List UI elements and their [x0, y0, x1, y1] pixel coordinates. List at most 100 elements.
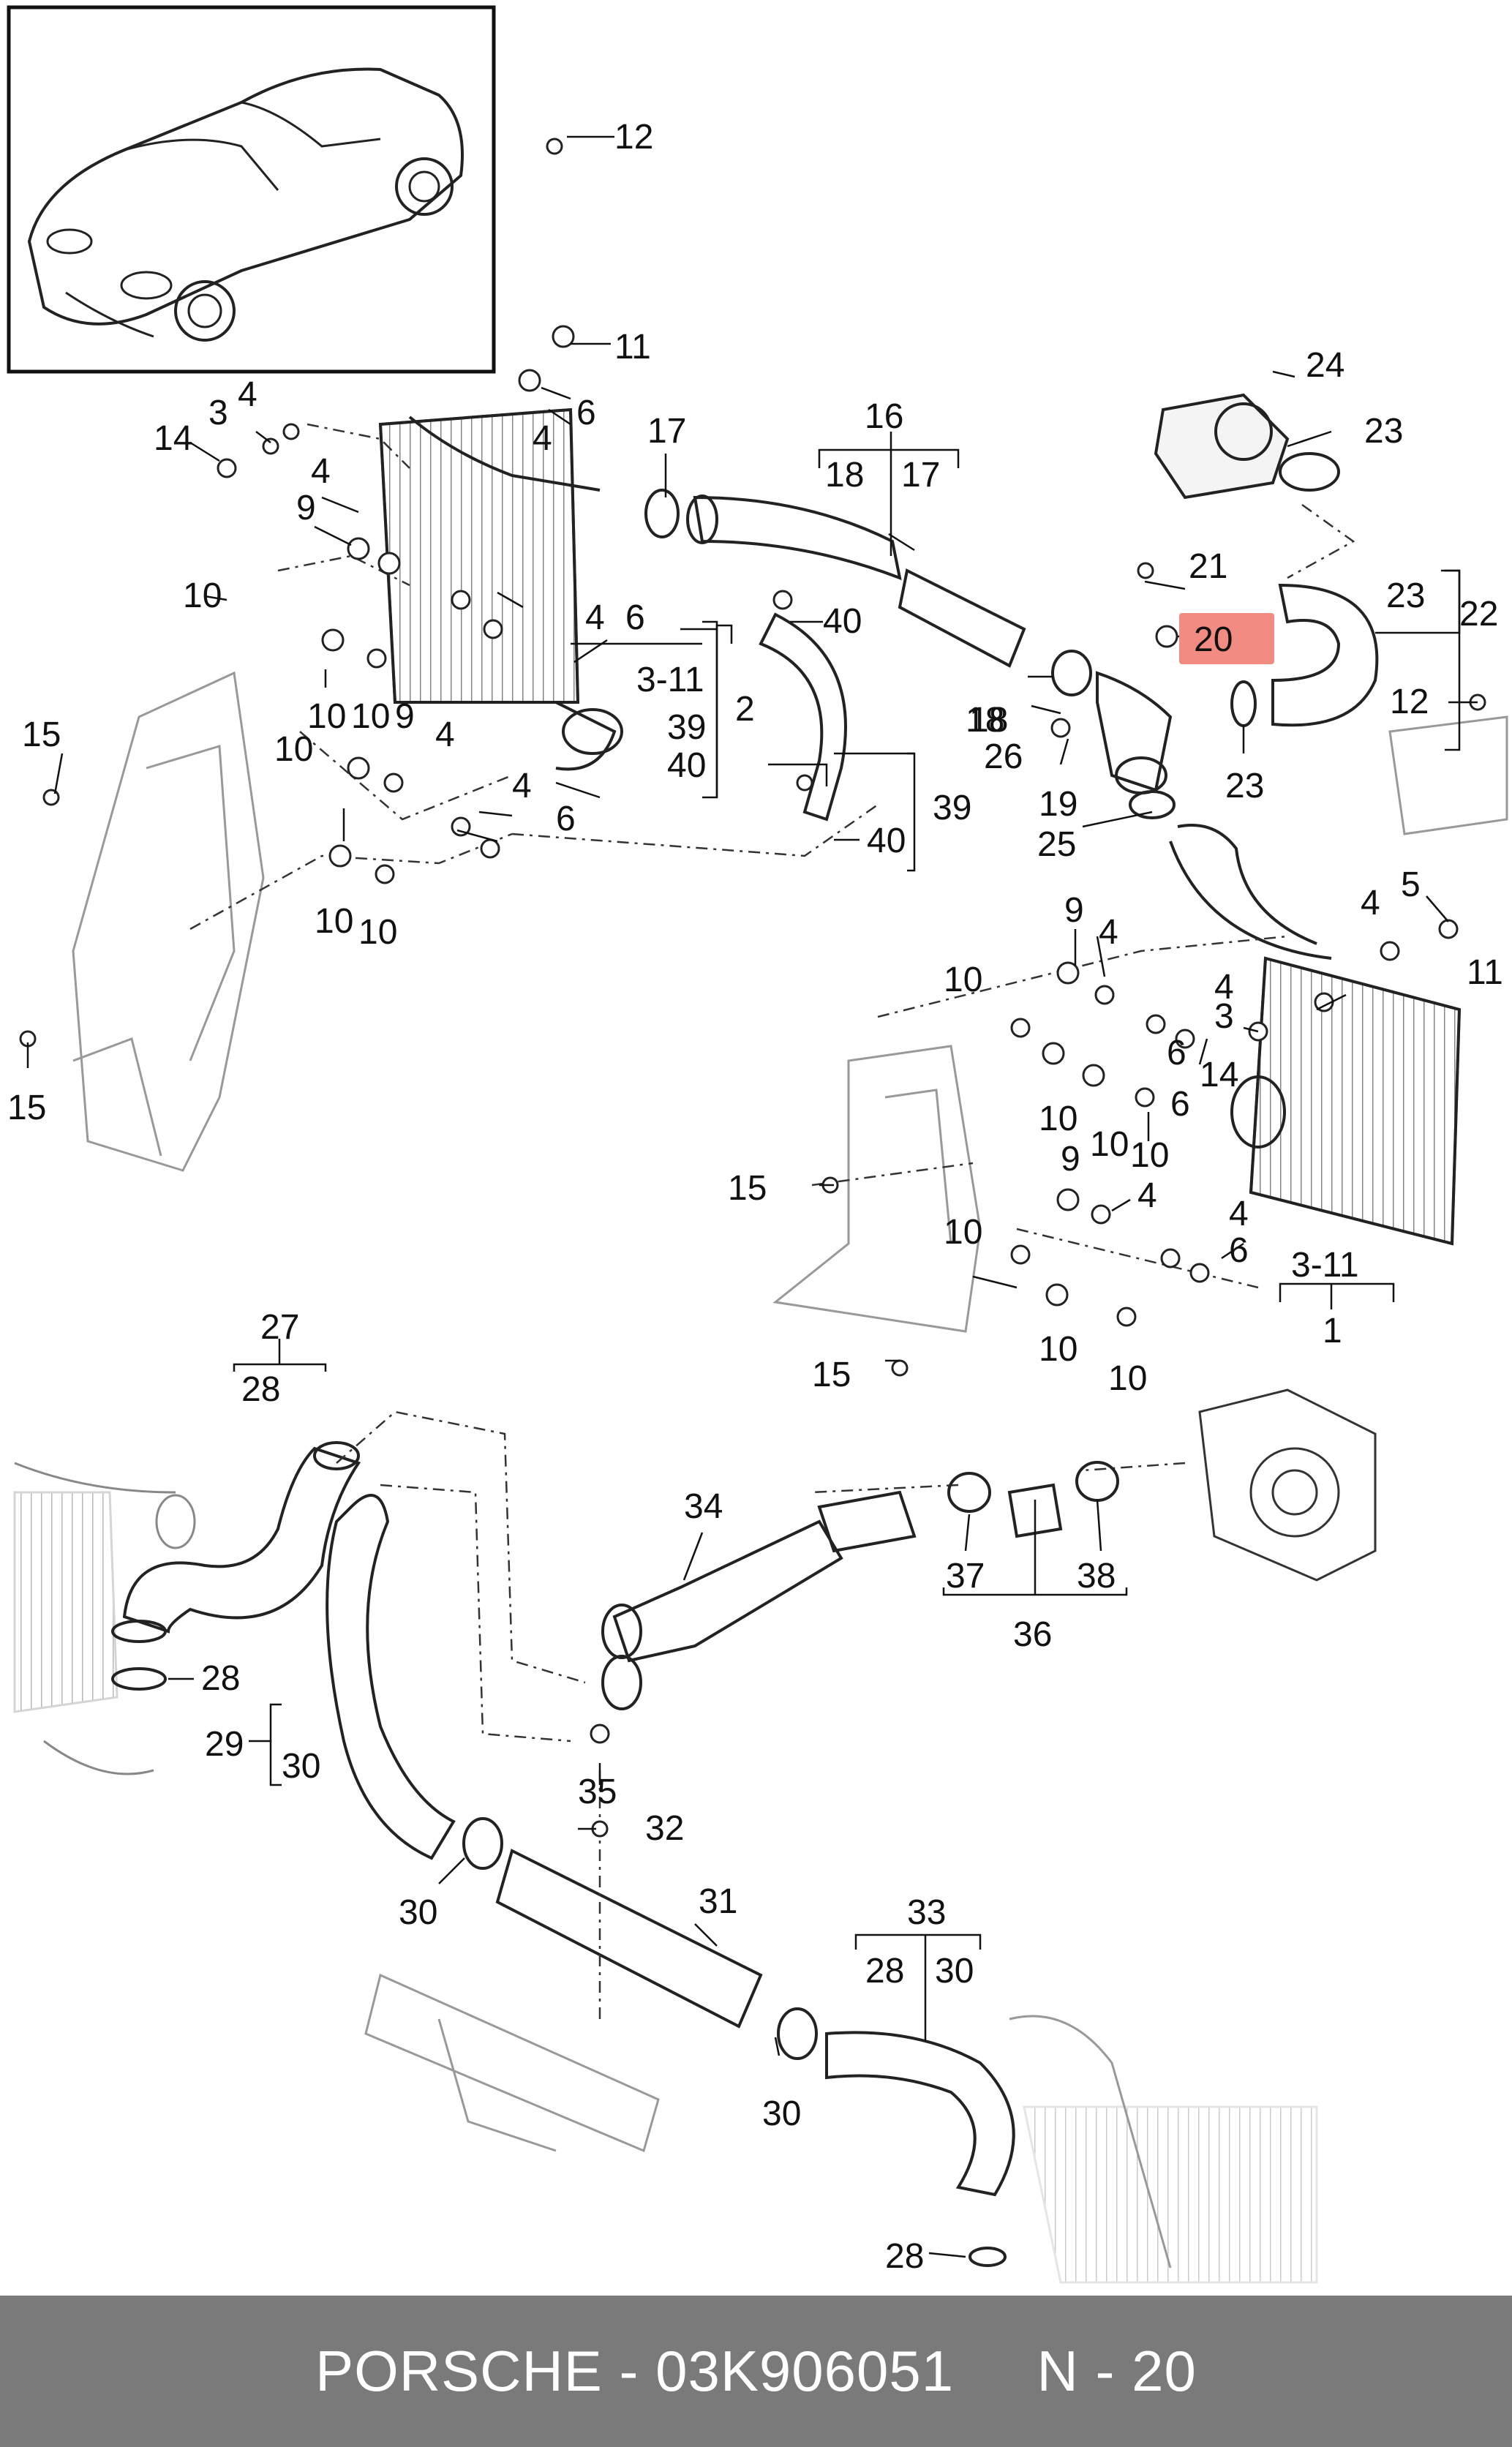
- callout-14-b: 14: [1200, 1056, 1238, 1094]
- intercooler-right: [1169, 824, 1462, 1246]
- callout-4-f: 4: [238, 375, 257, 414]
- callout-24: 24: [1306, 346, 1344, 385]
- callout-8-c: 10: [1039, 1100, 1077, 1138]
- callout-30-d: 30: [935, 1952, 974, 1991]
- callout-15-a: 15: [22, 715, 61, 754]
- callout-5-right: 5: [1401, 865, 1421, 904]
- callout-4-h: 4: [1099, 913, 1118, 952]
- callout-34: 34: [684, 1487, 723, 1526]
- throttle-body: [1154, 393, 1340, 500]
- callout-33: 33: [907, 1893, 946, 1932]
- callout-27: 27: [260, 1308, 299, 1347]
- turbocharger: [1198, 1388, 1377, 1582]
- callout-3-11-lower: 3-11: [1291, 1246, 1359, 1285]
- callout-6-c: 6: [1167, 1034, 1186, 1072]
- parts-diagram: 12 11 6 4 17 16 18 17 18 40 40 39 4 6 6 …: [7, 5, 1508, 2284]
- callout-36: 36: [1013, 1615, 1052, 1654]
- lower-hoses: [122, 1441, 1063, 2197]
- callout-29: 29: [205, 1725, 244, 1764]
- callout-11-d: 10: [944, 1213, 982, 1252]
- callout-3-b: 3: [1214, 997, 1234, 1036]
- callout-3-a: 3: [208, 394, 228, 432]
- callout-21: 21: [1189, 547, 1227, 586]
- callout-4-g: 4: [1361, 884, 1380, 922]
- dashed-leaders: [189, 423, 1355, 2019]
- callout-3-11-upper: 3-11: [636, 661, 704, 699]
- callout-5-left: 6: [576, 394, 596, 432]
- callout-4-i: 4: [1214, 968, 1234, 1007]
- callout-12-top: 11: [614, 328, 651, 367]
- callout-11-a: 10: [358, 913, 397, 952]
- callout-6-e: 6: [1229, 1231, 1249, 1270]
- callout-23-c: 23: [1225, 767, 1264, 805]
- callout-10-c: 10: [1130, 1136, 1169, 1175]
- callout-labels: 12 11 6 4 17 16 18 17 18 40 40 39 4 6 6 …: [7, 118, 1503, 2276]
- callout-8-d: 10: [1039, 1330, 1077, 1369]
- callout-9: 10: [1090, 1125, 1129, 1164]
- intercooler-lower-left: [13, 1462, 196, 1775]
- callout-6-d: 6: [1170, 1085, 1190, 1124]
- callout-32: 32: [645, 1809, 684, 1848]
- callout-18-upper: 18: [825, 456, 864, 495]
- callout-4-a: 4: [533, 419, 552, 458]
- callout-15-d: 15: [812, 1356, 851, 1394]
- callout-4-j: 4: [1137, 1176, 1157, 1215]
- callout-30-c: 30: [762, 2094, 801, 2133]
- callout-15-c: 15: [728, 1169, 767, 1208]
- callout-31: 31: [699, 1882, 737, 1921]
- callout-12-right: 11: [1467, 953, 1503, 992]
- callout-4-d: 4: [435, 715, 455, 754]
- callout-15-b: 15: [7, 1089, 46, 1127]
- callout-18-right: 18: [969, 701, 1008, 740]
- callout-17-upper: 17: [647, 412, 686, 451]
- callout-25: 25: [1037, 825, 1076, 864]
- body-frame-left: [72, 671, 265, 1172]
- callout-22: 22: [1459, 595, 1498, 634]
- upper-hoses: [686, 495, 1379, 822]
- callout-28-b: 28: [201, 1659, 240, 1698]
- callout-7-d: 9: [1061, 1140, 1080, 1179]
- callout-6-a: 6: [625, 598, 645, 637]
- callout-38: 38: [1077, 1557, 1116, 1595]
- callout-19: 19: [1039, 785, 1077, 824]
- callout-13-top: 12: [614, 118, 653, 157]
- callout-7-b: 9: [296, 489, 316, 527]
- body-frame-lower: [364, 1973, 1318, 2284]
- callout-10-a: 10: [274, 730, 313, 769]
- callout-23-a: 23: [1364, 412, 1403, 451]
- callout-16: 16: [865, 397, 903, 436]
- body-frame-right: [772, 715, 1508, 1333]
- callout-8-b: 10: [307, 697, 346, 736]
- callout-30-b: 30: [399, 1893, 437, 1932]
- callout-11-b: 10: [351, 697, 390, 736]
- callout-10-d: 10: [1108, 1359, 1147, 1398]
- callout-4-c: 4: [512, 767, 532, 805]
- callout-39-right: 39: [933, 789, 971, 827]
- callout-40-bottom: 40: [867, 822, 906, 860]
- callout-leaders: [26, 135, 1478, 2258]
- callout-4-k: 4: [1229, 1195, 1249, 1233]
- callout-8-a: 10: [315, 902, 353, 941]
- callout-1: 1: [1323, 1312, 1342, 1350]
- callout-40-top: 40: [823, 602, 862, 641]
- callout-26: 26: [984, 737, 1023, 776]
- callout-11-c: 10: [944, 961, 982, 999]
- callout-2: 2: [735, 690, 755, 729]
- vehicle-thumbnail: [7, 5, 496, 374]
- callout-28-a: 28: [241, 1370, 280, 1409]
- callout-30-a: 30: [282, 1747, 320, 1786]
- callout-20-highlighted: 20: [1194, 620, 1233, 659]
- callout-28-c: 28: [865, 1952, 904, 1991]
- callout-4-b: 4: [585, 598, 605, 637]
- callout-35: 35: [578, 1773, 617, 1811]
- callout-23-b: 23: [1386, 576, 1425, 615]
- callout-17-group: 17: [901, 456, 940, 495]
- part-number-text: PORSCHE - 03K906051 N - 20: [315, 2339, 1197, 2403]
- callout-14-a: 14: [154, 419, 192, 458]
- callout-37: 37: [946, 1557, 985, 1595]
- callout-6-a-real: 6: [625, 598, 645, 637]
- callout-39-left: 39: [667, 708, 706, 747]
- callout-6-b: 6: [556, 800, 576, 838]
- callout-10-b: 10: [183, 576, 222, 615]
